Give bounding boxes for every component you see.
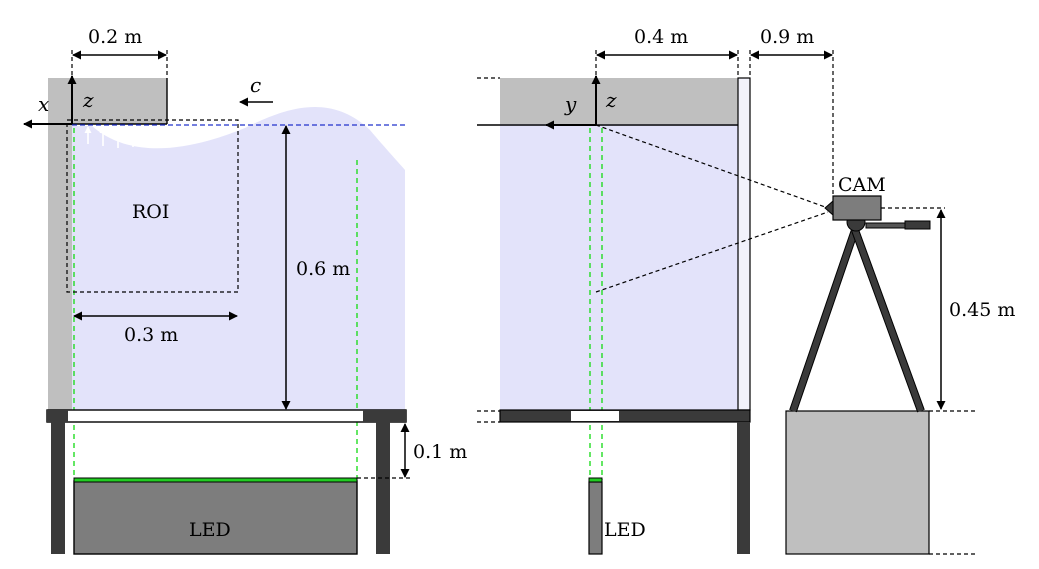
roi-box xyxy=(66,119,239,293)
left-view: ROI x z c 0.2 m 0.6 m 0.3 m LED xyxy=(23,26,467,555)
dim-0-45m-label: 0.45 m xyxy=(949,299,1015,321)
camera-label: CAM xyxy=(838,174,886,196)
left-led-strip xyxy=(73,477,358,483)
dim-0-1m-label: 0.1 m xyxy=(413,441,467,463)
wave-generator-arrows xyxy=(84,126,166,148)
right-led-label: LED xyxy=(604,519,646,541)
right-top-block xyxy=(500,78,738,124)
right-axis-z-label: z xyxy=(605,88,617,112)
right-water-body xyxy=(500,124,738,410)
wave-speed-label: c xyxy=(250,73,261,97)
roi-label: ROI xyxy=(132,201,169,223)
left-led-body xyxy=(73,480,358,555)
left-led-label: LED xyxy=(189,519,231,541)
dim-0-2m-label: 0.2 m xyxy=(88,26,142,48)
left-table-leg-1 xyxy=(51,422,65,554)
left-table-leg-2 xyxy=(376,422,390,554)
camera-view-line-bottom xyxy=(595,211,829,293)
camera-view-line-top xyxy=(595,124,829,209)
left-top-block xyxy=(48,78,167,124)
camera-lens xyxy=(824,199,834,217)
axis-x-label: x xyxy=(38,92,49,116)
right-table-leg xyxy=(737,422,750,554)
camera-body xyxy=(832,195,882,221)
axis-y-label: y xyxy=(564,92,577,116)
right-led-body xyxy=(588,481,603,555)
right-led-strip xyxy=(588,477,603,483)
dim-0-3m-label: 0.3 m xyxy=(124,324,178,346)
dim-0-4m-label: 0.4 m xyxy=(634,26,688,48)
dim-0-9m-label: 0.9 m xyxy=(760,26,814,48)
left-table-top xyxy=(46,409,407,423)
tripod-handle xyxy=(865,222,907,229)
axis-z-label: z xyxy=(82,88,94,112)
dim-0-6m-label: 0.6 m xyxy=(296,258,350,280)
right-table-top xyxy=(499,409,751,423)
left-tank-wall xyxy=(48,78,72,411)
right-tank-wall xyxy=(737,77,751,411)
camera-stand-box xyxy=(785,410,930,555)
right-view: y z 0.4 m 0.9 m LED xyxy=(477,26,1015,555)
